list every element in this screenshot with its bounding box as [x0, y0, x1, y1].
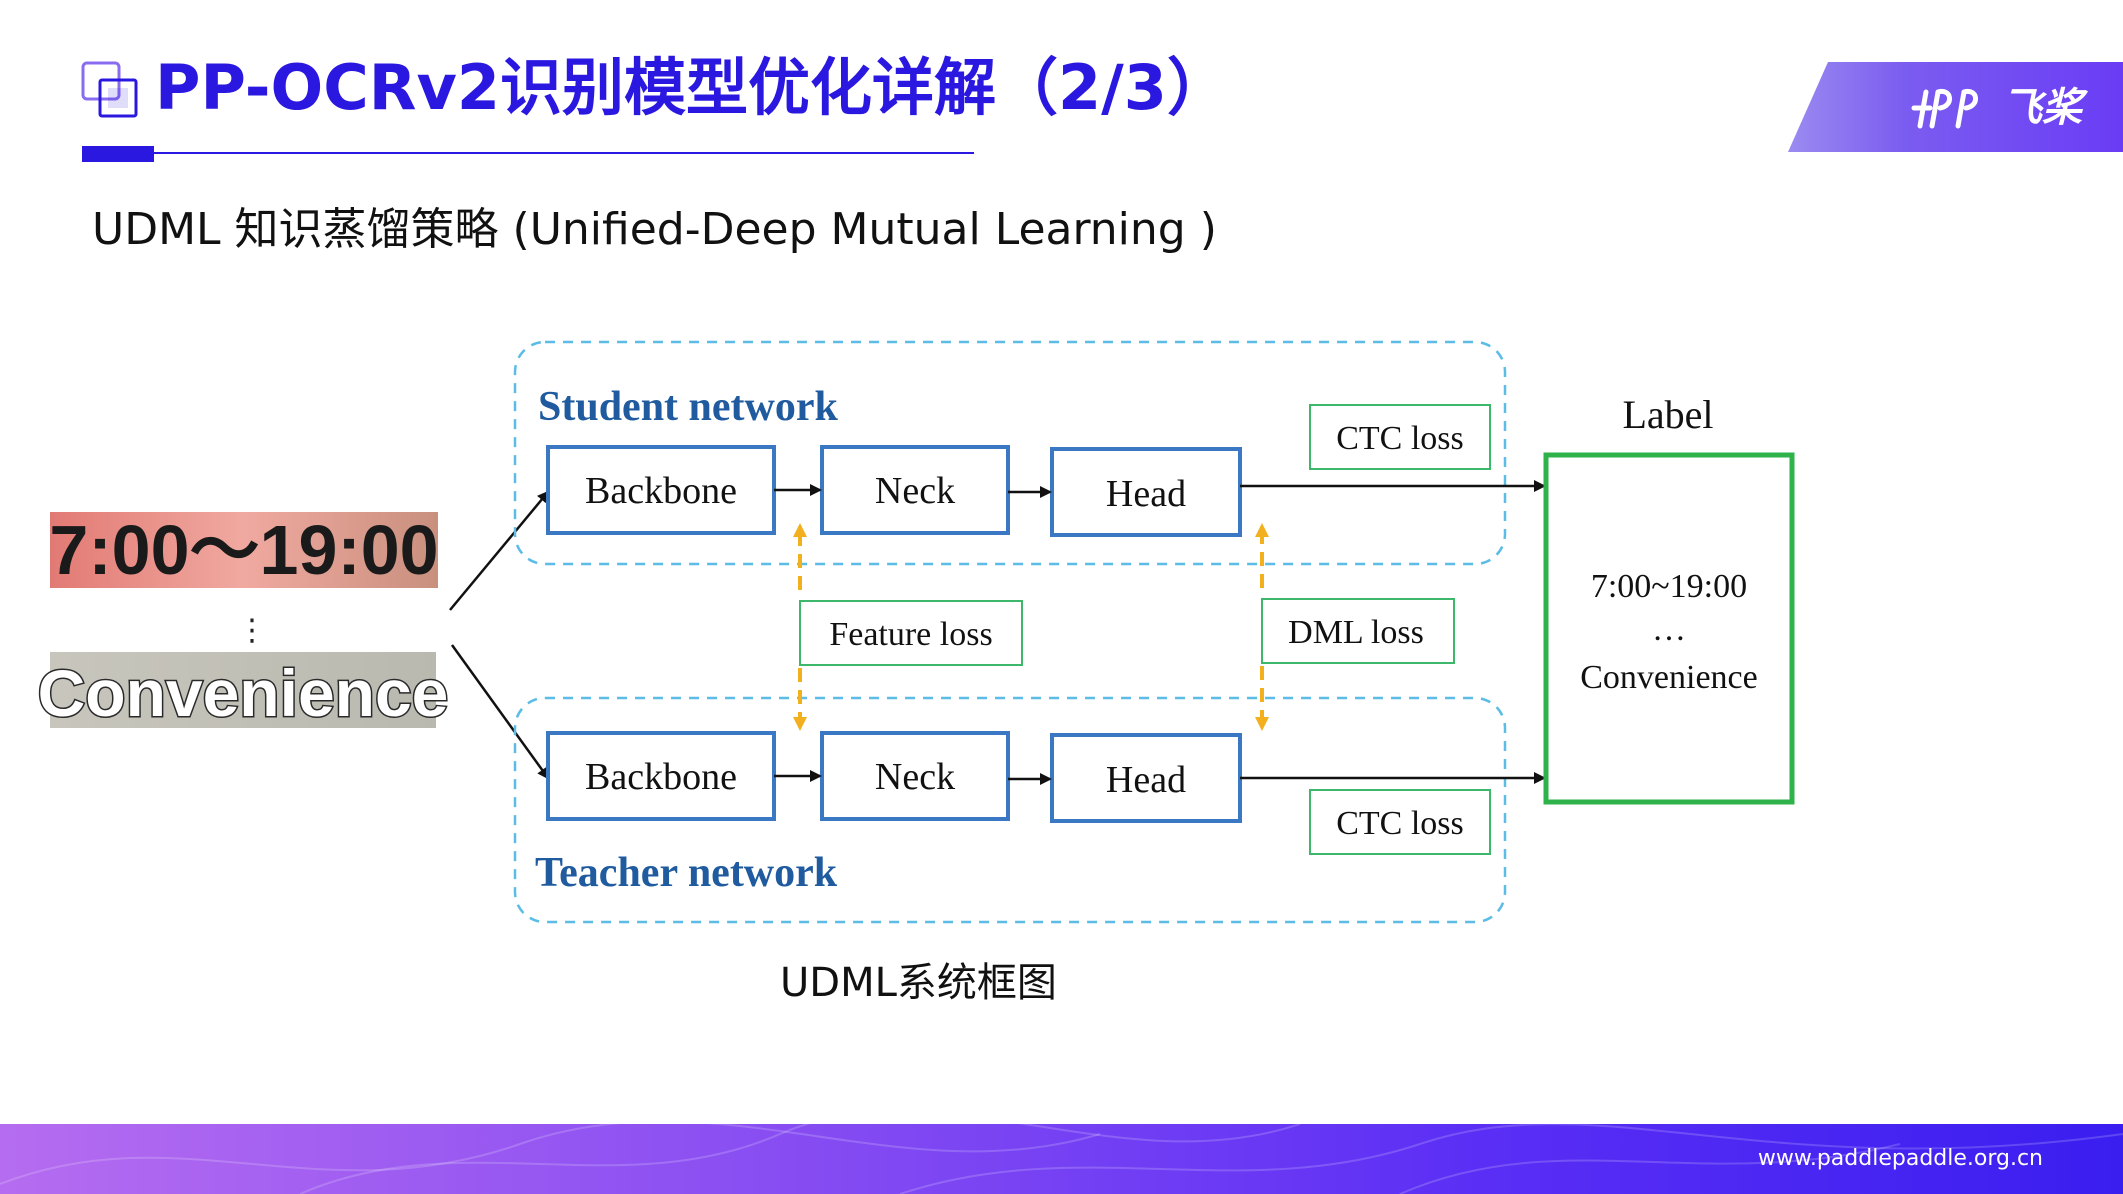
input-image-time: 7:00～19:00 [49, 511, 438, 589]
input-text-convenience: Convenience [38, 656, 449, 730]
student-ctc-loss-box [1309, 404, 1491, 470]
teacher-neck-label: Neck [875, 756, 955, 798]
label-line-ellipsis: … [1652, 611, 1686, 648]
student-head-block [1050, 447, 1242, 537]
input-ellipsis: ⋮ [237, 613, 267, 648]
overlapping-squares-icon [81, 61, 138, 118]
page-title: PP-OCRv2识别模型优化详解（2/3） [155, 51, 1229, 124]
label-line-convenience: Convenience [1580, 659, 1758, 696]
dml-loss-box [1261, 598, 1455, 664]
title-underline [82, 152, 974, 154]
title-underline-accent [82, 146, 154, 162]
student-head-label: Head [1106, 473, 1186, 515]
diagram-caption: UDML系统框图 [780, 960, 1057, 1006]
label-line-time: 7:00~19:00 [1591, 568, 1747, 605]
footer-decoration [0, 1124, 2123, 1194]
brand-name: 飞桨 [2002, 85, 2082, 131]
student-backbone-block [546, 445, 776, 535]
student-backbone-label: Backbone [585, 470, 737, 512]
student-neck-block [820, 445, 1010, 535]
teacher-head-block [1050, 733, 1242, 823]
input-arrow-teacher [450, 644, 550, 780]
label-box [1543, 452, 1795, 805]
footer-bar: www.paddlepaddle.org.cn [0, 1124, 2123, 1194]
brand-banner [1788, 62, 2123, 152]
dml-loss-label: DML loss [1288, 614, 1424, 651]
input-arrow-student [449, 490, 550, 611]
input-image-convenience: Convenience [36, 652, 450, 732]
teacher-ctc-loss-label: CTC loss [1336, 805, 1464, 842]
student-network-title: Student network [538, 384, 839, 430]
paddle-logo-icon [1911, 88, 1978, 129]
input-text-time: 7:00～19:00 [49, 511, 438, 589]
teacher-network-title: Teacher network [535, 850, 838, 896]
student-neck-label: Neck [875, 470, 955, 512]
footer-url: www.paddlepaddle.org.cn [1757, 1146, 2043, 1171]
teacher-backbone-block [546, 731, 776, 821]
feature-loss-box [799, 600, 1023, 666]
teacher-head-label: Head [1106, 759, 1186, 801]
student-ctc-loss-label: CTC loss [1336, 420, 1464, 457]
teacher-neck-block [820, 731, 1010, 821]
teacher-ctc-loss-box [1309, 789, 1491, 855]
teacher-backbone-label: Backbone [585, 756, 737, 798]
label-title: Label [1622, 392, 1713, 437]
section-subtitle: UDML 知识蒸馏策略 (Unified-Deep Mutual Learnin… [92, 204, 1217, 255]
feature-loss-label: Feature loss [829, 616, 992, 653]
